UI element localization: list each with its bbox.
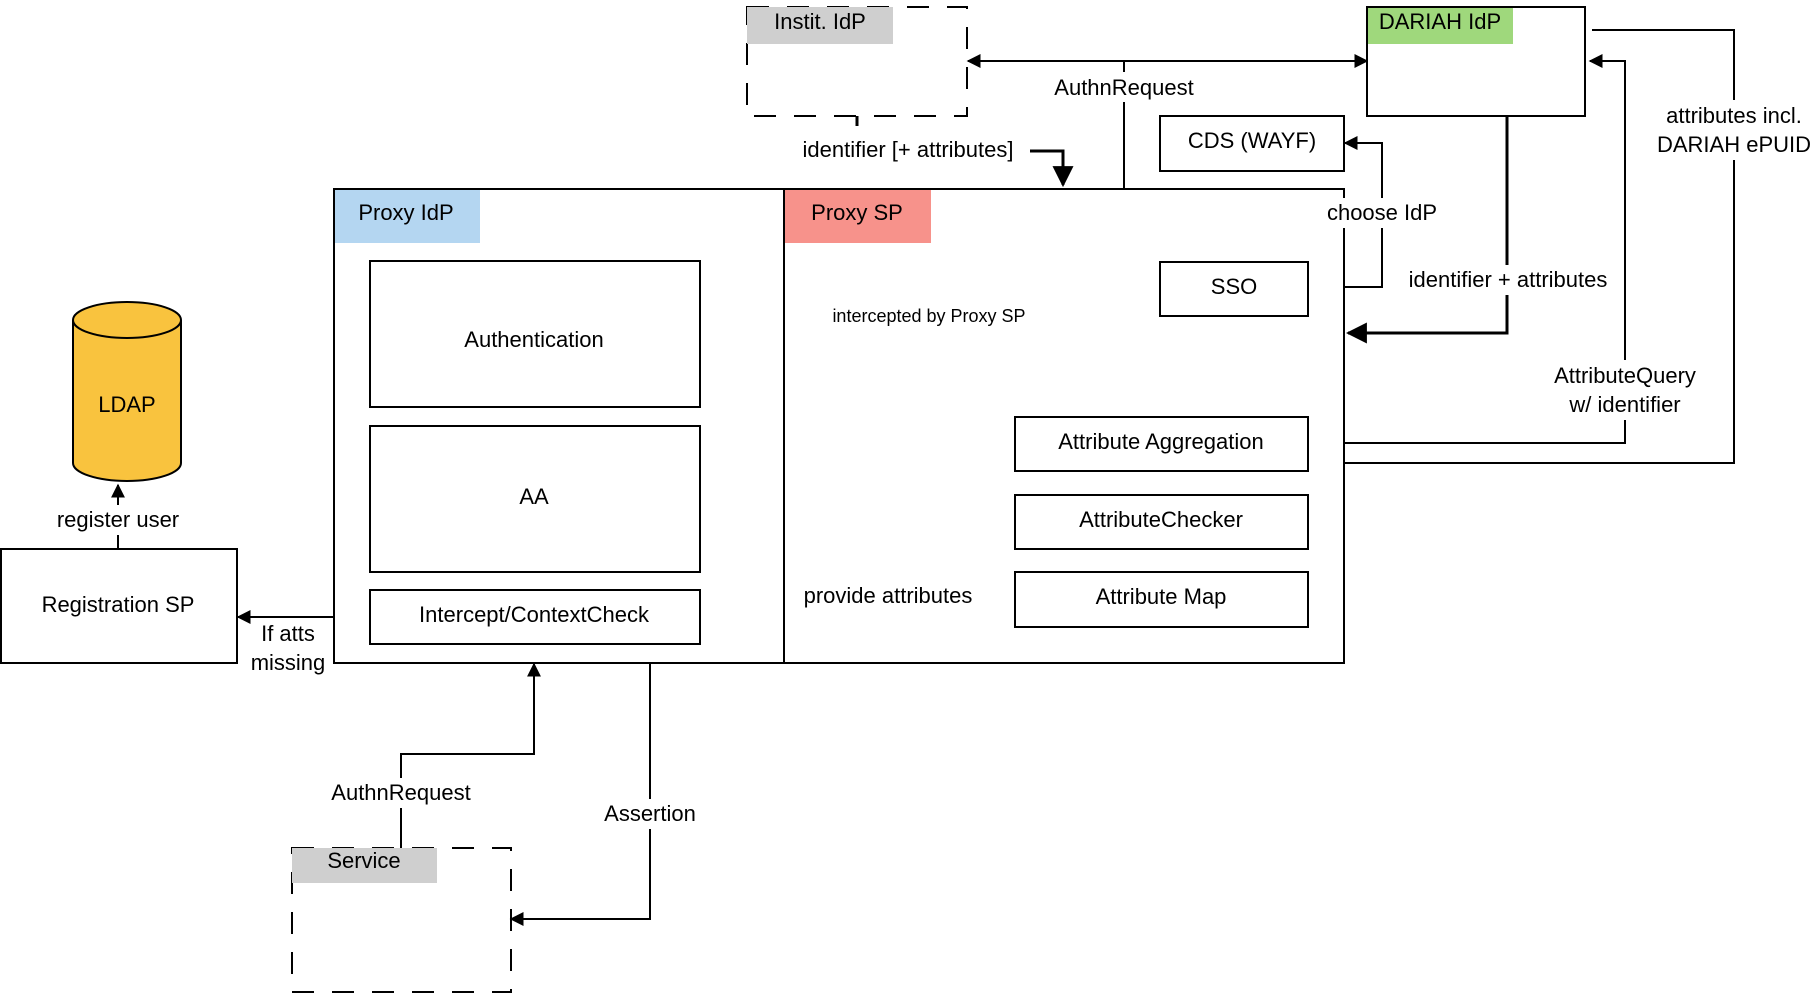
label-register-user: register user [57,507,179,532]
label-provide-attributes: provide attributes [804,583,973,608]
label-identifier-optional: identifier [+ attributes] [803,137,1014,162]
service-tag [292,848,437,883]
label-if-atts-2: missing [251,650,326,675]
proxy-sp-section: Proxy SP SSO Attribute Aggregation Attri… [785,190,1309,628]
label-authnrequest-bottom: AuthnRequest [331,780,470,805]
cds-label: CDS (WAYF) [1188,128,1316,153]
proxy-idp-section: Proxy IdP Authentication AA Intercept/Co… [335,190,701,645]
dariah-idp-node: DARIAH IdP [1366,6,1586,117]
label-assertion: Assertion [604,801,696,826]
label-attribute-query-1: AttributeQuery [1554,363,1696,388]
label-authnrequest-top: AuthnRequest [1054,75,1193,100]
attr-checker-box [1014,494,1309,550]
edge-identifier-optional-arrow [1022,149,1074,188]
service-label: Service [327,848,400,873]
proxy-sp-tag [785,190,931,243]
instit-idp-label: Instit. IdP [774,9,866,34]
authentication-box [369,260,701,408]
attr-aggregation-box [1014,416,1309,472]
label-identifier-attrs: identifier + attributes [1409,267,1608,292]
instit-idp-node: Instit. IdP [746,6,968,117]
proxy-idp-label: Proxy IdP [358,200,453,225]
ldap-label: LDAP [98,392,155,417]
authentication-label: Authentication [464,327,603,352]
label-intercepted: intercepted by Proxy SP [832,306,1025,326]
edge-label-group: AuthnRequest identifier [+ attributes] c… [48,72,1816,829]
attr-checker-label: AttributeChecker [1079,507,1243,532]
aa-box [369,425,701,573]
dariah-idp-tag [1368,8,1513,44]
edge-attribute-query [1311,54,1626,444]
cds-node: CDS (WAYF) [1159,115,1345,172]
label-attribute-query-2: w/ identifier [1568,392,1680,417]
ldap-cylinder-top [72,301,182,339]
edge-authnrequest-bottom [400,662,541,848]
edge-attributes-epuid [1309,29,1735,470]
dariah-idp-label: DARIAH IdP [1379,9,1501,34]
registration-sp-node: Registration SP [0,548,238,664]
edge-assertion [509,663,651,926]
attr-map-label: Attribute Map [1096,584,1227,609]
service-node: Service [291,847,512,993]
label-if-atts-1: If atts [261,621,315,646]
proxy-sp-label: Proxy SP [811,200,903,225]
attr-aggregation-label: Attribute Aggregation [1058,429,1263,454]
intercept-box [369,589,701,645]
sso-box [1159,261,1309,317]
ldap-node: LDAP [72,301,182,482]
label-choose-idp: choose IdP [1327,200,1437,225]
attr-map-box [1014,571,1309,628]
proxy-idp-tag [335,190,480,243]
instit-idp-tag [747,7,893,44]
edge-identifier-attrs [1345,116,1509,344]
registration-sp-label: Registration SP [42,592,195,617]
intercept-label: Intercept/ContextCheck [419,602,650,627]
sso-label: SSO [1211,274,1257,299]
aa-label: AA [519,484,549,509]
ldap-cylinder [72,320,182,482]
label-attributes-incl-2: DARIAH ePUID [1657,132,1811,157]
label-attributes-incl-1: attributes incl. [1666,103,1802,128]
